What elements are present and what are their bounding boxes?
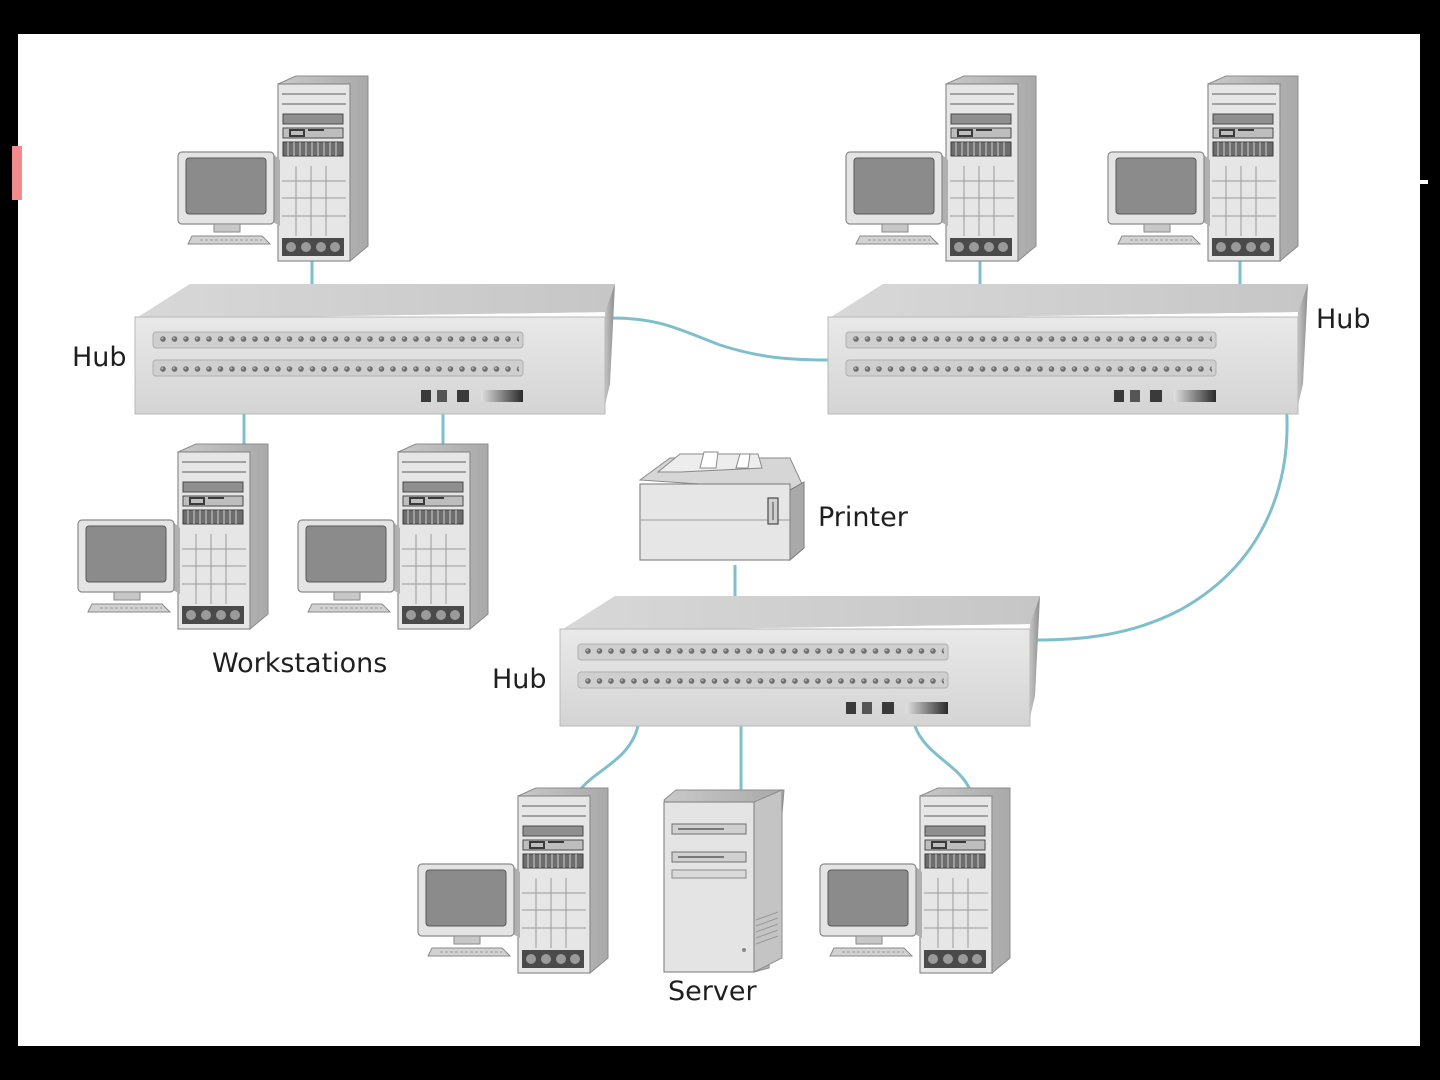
cable-bottom-workstation-1 <box>578 725 640 791</box>
hub-right <box>827 283 1309 415</box>
cable-hub-right-to-hub-bottom <box>1035 371 1289 642</box>
corner-mark <box>1420 180 1428 184</box>
printer-label: Printer <box>818 502 909 533</box>
hub-bottom-label: Hub <box>492 664 547 695</box>
hub-right-label: Hub <box>1316 304 1371 335</box>
hub-left <box>134 283 616 415</box>
cable-hub-left-to-hub-right <box>611 316 831 362</box>
hub-bottom <box>559 595 1041 727</box>
hub-left-label: Hub <box>72 342 127 373</box>
workstations-label: Workstations <box>212 648 387 679</box>
printer <box>639 451 805 561</box>
cables <box>242 258 1289 792</box>
server <box>663 789 785 973</box>
accent-bar <box>12 146 22 200</box>
server-label: Server <box>668 976 757 1007</box>
cable-bottom-workstation-2 <box>913 725 972 791</box>
